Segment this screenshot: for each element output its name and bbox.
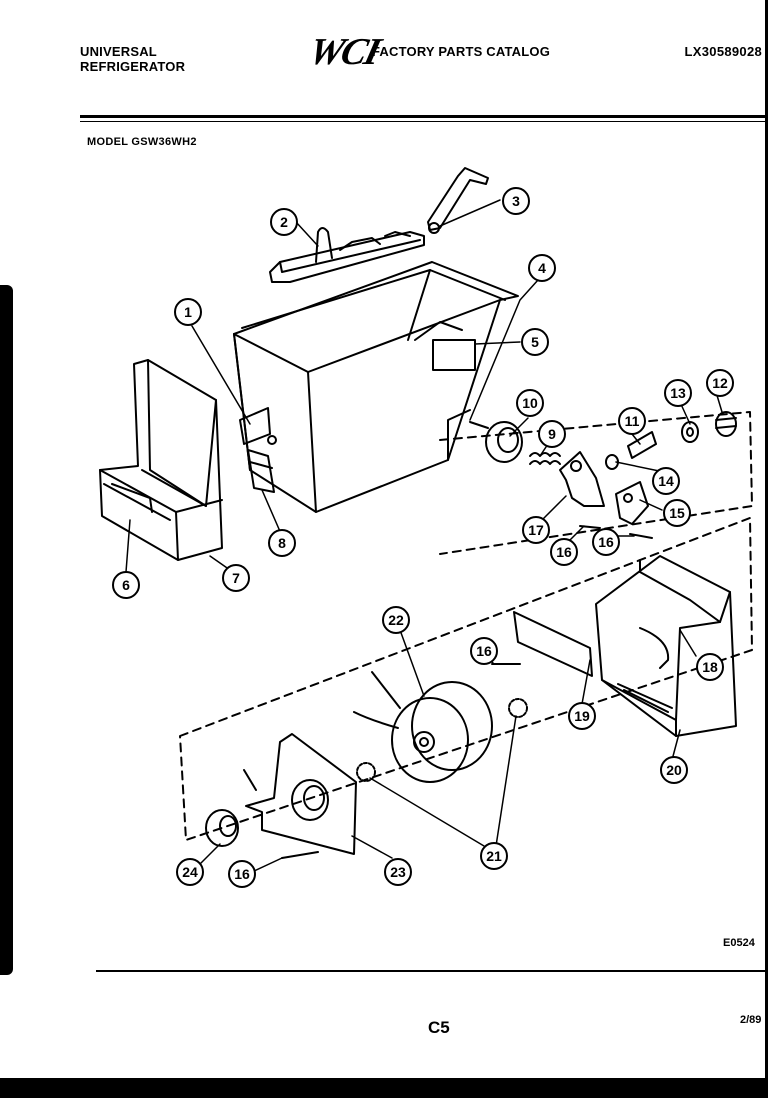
callout-7-circle [222,564,250,592]
part-3-drawing [427,167,489,234]
callout-14: 14 [658,473,674,489]
page-number: C5 [428,1018,450,1037]
parts-11-14-drawing [605,411,737,470]
part-2-drawing [269,227,425,283]
callout-18: 18 [702,659,718,675]
callout-16a: 16 [556,544,572,560]
callout-2-circle [270,208,298,236]
callout-11-circle [618,407,646,435]
brand-name: UNIVERSAL REFRIGERATOR [80,44,185,74]
part-17-drawing [559,451,605,507]
callout-20: 20 [666,762,682,778]
part-19-drawing [513,611,593,677]
callout-10: 10 [522,395,538,411]
callout-16b-circle [592,528,620,556]
part-8-drawing [247,449,275,493]
part-10-drawing [469,421,523,463]
ice-bin-drawing [233,261,519,513]
callout-21-circle [480,842,508,870]
callout-23-circle [384,858,412,886]
callout-16b: 16 [598,534,614,550]
brand-line-1: UNIVERSAL [80,44,157,59]
callout-3-circle [502,187,530,215]
callout-11: 11 [625,413,640,429]
callout-24: 24 [182,864,198,880]
callout-21: 21 [486,848,502,864]
callout-15: 15 [669,505,685,521]
callout-12: 12 [712,375,728,391]
callout-8-circle [268,529,296,557]
callout-1: 1 [184,304,192,320]
callout-18-circle [696,653,724,681]
dashed-group-upper [439,411,753,555]
callout-9-circle [538,420,566,448]
leader-lines [125,199,723,873]
callout-14-circle [652,467,680,495]
callout-16c-circle [470,637,498,665]
callout-17: 17 [528,522,544,538]
scan-edge-bottom [0,1078,768,1098]
callout-12-circle [706,369,734,397]
callout-6: 6 [122,577,130,593]
screws-16-drawing [243,525,653,859]
callout-10-circle [516,389,544,417]
callout-16a-circle [550,538,578,566]
callout-4-circle [528,254,556,282]
callout-15-circle [663,499,691,527]
callout-7: 7 [232,570,240,586]
callout-23: 23 [390,864,406,880]
catalog-title: FACTORY PARTS CATALOG [372,44,551,59]
dashed-group-lower [179,517,753,841]
part-1-drawing [239,407,277,445]
callout-20-circle [660,756,688,784]
callout-22-circle [382,606,410,634]
callout-13: 13 [670,385,686,401]
callout-5: 5 [531,334,539,350]
scan-edge-left [0,285,13,975]
scan-edge-right [765,0,768,1098]
callout-5-circle [521,328,549,356]
part-23-drawing [245,733,357,855]
part-24-drawing [205,809,239,847]
part-15-drawing [615,481,649,525]
part-20-drawing [595,555,737,737]
parts-21-drawing [356,698,528,782]
part-9-drawing [529,452,561,465]
callout-16d: 16 [234,866,250,882]
callout-19-circle [568,702,596,730]
drawing-code: E0524 [723,937,755,949]
catalog-code: LX30589028 [684,44,762,59]
callout-4: 4 [538,260,546,276]
callout-16d-circle [228,860,256,888]
callout-17-circle [522,516,550,544]
catalog-date: 2/89 [740,1014,762,1026]
header-rule-thin [80,121,768,122]
callout-1-circle [174,298,202,326]
callout-9: 9 [548,426,556,442]
brand-line-2: REFRIGERATOR [80,59,186,74]
callout-3: 3 [512,193,520,209]
callout-6-circle [112,571,140,599]
callout-2: 2 [280,214,288,230]
callout-19: 19 [574,708,590,724]
callout-22: 22 [388,612,404,628]
footer-rule [96,970,768,972]
model-label: MODEL GSW36WH2 [87,136,197,148]
header-rule [80,115,768,118]
callout-8: 8 [278,535,286,551]
callout-13-circle [664,379,692,407]
chute-drawing [99,359,223,561]
part-22-drawing [353,671,493,783]
callout-16c: 16 [476,643,492,659]
callout-24-circle [176,858,204,886]
